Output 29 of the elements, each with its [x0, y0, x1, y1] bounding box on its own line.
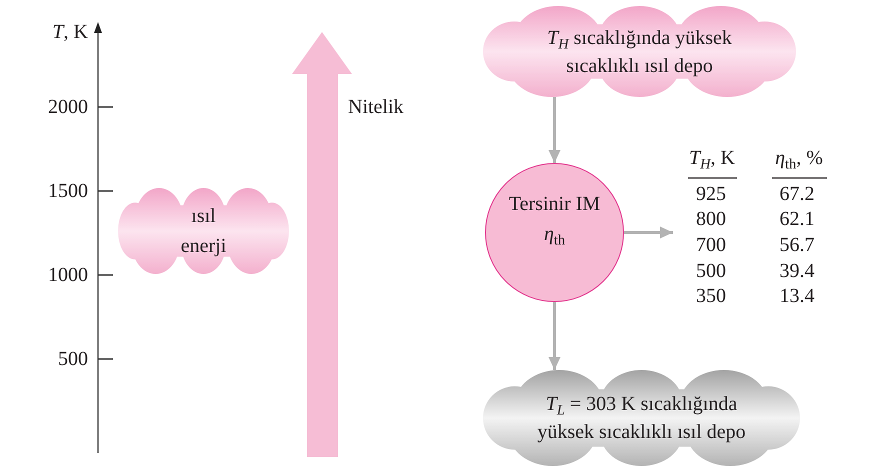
table-cell: 700	[696, 233, 726, 257]
column-header: η$_{th}$, %	[775, 146, 823, 170]
table-cell: 500	[696, 259, 726, 283]
arrow	[548, 97, 560, 163]
node-label: ısıl enerji	[180, 204, 228, 259]
column-header: T$_{H}$, K	[689, 146, 735, 170]
axis-tick-label: 1000	[48, 263, 88, 287]
table-cell: 39.4	[780, 259, 814, 283]
table-cell: 925	[696, 182, 726, 206]
table-cell: 62.1	[780, 207, 814, 231]
table-cell: 67.2	[780, 182, 814, 206]
cloud-shape	[483, 6, 796, 97]
table-cell: 56.7	[780, 233, 814, 257]
axis-tick-label: 1500	[48, 179, 88, 203]
table-cell: 350	[696, 284, 726, 308]
node-label: T$_{H}$ sıcaklığında yüksek sıcaklıklı ısıl depo	[546, 26, 733, 78]
arrow	[548, 302, 560, 370]
cloud-shape	[118, 188, 289, 274]
axis-title: T, K	[52, 20, 88, 44]
axis-tick-label: 2000	[48, 95, 88, 119]
table-cell: 13.4	[780, 284, 814, 308]
node-label: η$_{th}$	[542, 222, 566, 248]
node-label: T$_{L}$ = 303 K sıcaklığında yüksek sıcaklıklı ısıl depo	[536, 392, 747, 445]
cloud-shape	[483, 370, 800, 466]
node-label: Tersinir IM	[508, 192, 602, 216]
arrow-label: Nitelik	[348, 95, 404, 119]
arrow	[624, 226, 673, 238]
table-cell: 800	[696, 207, 726, 231]
axis-tick-label: 500	[58, 347, 88, 371]
